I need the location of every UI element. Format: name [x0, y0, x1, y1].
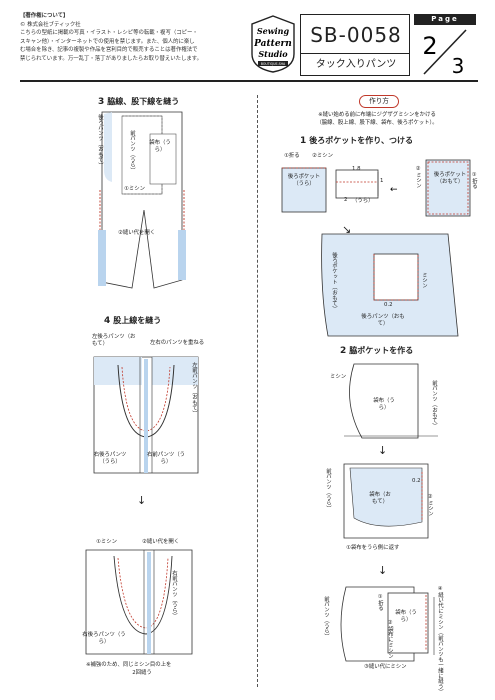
s1-sew-label: ②ミシン	[312, 153, 334, 159]
s2-front-label: 前パンツ（おもて）	[431, 380, 437, 429]
s1-measure-1: 1	[380, 178, 384, 184]
step-1-title: 後ろポケットを作り、つける	[309, 136, 413, 145]
zigzag-note-line-1: ※縫い始める前に布端にジグザグミシンをかける	[318, 112, 436, 118]
s2-sew2-label: ②ミシン	[427, 494, 433, 517]
page-current: 2	[422, 32, 437, 60]
s1-pocket-label: 後ろポケット（うら）	[287, 174, 321, 187]
step-1-pocket-illustration: ←	[281, 159, 471, 217]
s1-measure-0-2: 0.2	[384, 302, 393, 308]
step-1-back-pants-illustration	[321, 233, 459, 337]
s1-back-pocket-label: 後ろポケット（おもて）	[331, 252, 337, 312]
pattern-header: SB-0058 タック入りパンツ	[300, 14, 410, 76]
s2-down-arrow-2: ↓	[378, 564, 388, 577]
s4b-note-line-1: ※補強のため、同じミシン目の上を	[86, 662, 172, 668]
s2-front3-label: 前パンツ（うら）	[323, 596, 329, 640]
s2-front2-label: 前パンツ（うら）	[325, 468, 331, 512]
s4b-right-back-label: 右後ろパンツ（うら）	[82, 632, 126, 645]
s4b-right-front-label: 右前パンツ（うら）	[171, 570, 177, 619]
s1-sew2-label: ②ミシン	[415, 166, 421, 189]
s1-fold2-label: ①折る	[471, 172, 477, 189]
step-2-title: 脇ポケットを作る	[349, 346, 414, 355]
copyright-line-1: こちらの型紙に掲載の写真・イラスト・レシピ等の転載・複写（コピー・	[20, 30, 198, 37]
s4-left-back-label: 左後ろパンツ（おもて）	[92, 334, 136, 347]
s2-seam-label: ④縫い代にミシン（前パンツも一緒に縫う）	[437, 586, 443, 695]
s1-fold-label: ①折る	[284, 153, 300, 159]
page-tab: Page	[414, 14, 476, 25]
header-divider	[301, 53, 409, 54]
pattern-code: SB-0058	[310, 23, 402, 47]
s1-back-pants-label: 後ろパンツ（おもて）	[361, 314, 405, 327]
copyright-company: © 株式会社ブティック社	[20, 21, 81, 28]
s2-sew-label: ミシン	[330, 374, 347, 380]
step-2-illustration-2	[343, 463, 429, 539]
s2-pocket-label: 袋布（うら）	[373, 398, 395, 411]
s4-down-arrow: ↓	[137, 494, 147, 507]
logo-small-text: BOUTIQUE-SHA	[261, 62, 286, 66]
copyright-line-4: 禁じられています。万一乱丁・落丁がありましたらお取り替えいたします。	[20, 55, 203, 62]
step-1-number: 1	[300, 136, 307, 146]
s2-down-arrow-1: ↓	[378, 444, 388, 457]
copyright-line-2: スキャン他）・インターネットでの使用を禁じます。また、個人的に楽し	[20, 38, 195, 45]
step-2-number: 2	[340, 346, 347, 356]
s2-fold-label: ①折る	[377, 594, 383, 611]
s2-sew3-label: ②袋布にミシン	[387, 620, 393, 659]
s3-sew-label: ①ミシン	[124, 186, 146, 192]
s1-measure-1-8: 1.8	[352, 166, 361, 172]
step-4b-illustration	[85, 549, 193, 655]
s4-overlap-label: 左右のパンツを重ねる	[150, 340, 205, 346]
s4b-open-seam-label: ②縫い代を開く	[142, 539, 180, 545]
s4-right-back-label: 右後ろパンツ（うら）	[93, 452, 127, 465]
s2-measure-0-2: 0.2	[412, 478, 421, 484]
s4b-note-line-2: 2回縫う	[132, 670, 152, 676]
header-rule	[20, 80, 478, 82]
step-2-illustration-1	[344, 363, 438, 439]
page-number: 2 3	[422, 29, 467, 76]
zigzag-note-line-2: （脇線、股上線、股下線、袋布、後ろポケット）。	[316, 120, 438, 126]
s1-down-arrow: ↘	[342, 223, 352, 236]
step-4-illustration	[93, 356, 199, 474]
step-4-title: 股上線を縫う	[113, 316, 162, 325]
pattern-title: タック入りパンツ	[315, 59, 397, 70]
sewing-pattern-studio-logo: Sewing Pattern Studio BOUTIQUE-SHA	[251, 15, 295, 73]
s2-pocket2-label: 袋布（おもて）	[369, 492, 391, 505]
s3-pocket-label: 袋布（うら）	[149, 140, 171, 153]
s4-left-front-label: 左前パンツ（おもて）	[191, 362, 197, 416]
column-divider	[257, 95, 258, 687]
s1-sew3-label: ミシン	[421, 272, 427, 289]
s2-pocket3-label: 袋布（うら）	[395, 610, 417, 623]
s1-pocket-omote-label: 後ろポケット（おもて）	[433, 172, 467, 185]
step-3-title: 脇線、股下線を縫う	[107, 97, 180, 106]
s2-flip-label: ①袋布をうら側に返す	[346, 545, 400, 551]
s1-ura-label: （うら）	[352, 198, 374, 204]
logo-text-3: Studio	[258, 49, 288, 59]
step-2-illustration-3	[340, 586, 435, 662]
logo-text-1: Sewing	[257, 26, 290, 36]
step-3-number: 3	[98, 97, 105, 107]
step-4-number: 4	[104, 316, 111, 326]
s4-right-front-label: 右前パンツ（うら）	[146, 452, 185, 465]
s4b-sew-label: ①ミシン	[96, 539, 118, 545]
step-3-illustration	[98, 111, 186, 289]
s1-left-arrow: ←	[390, 185, 398, 195]
s3-back-pants-label: 後ろパンツ（おもて）	[97, 114, 103, 168]
s1-measure-2: 2	[344, 197, 348, 203]
logo-text-2: Pattern	[253, 39, 292, 49]
s2-seam2-label: ③縫い代にミシン	[364, 664, 407, 670]
page-total: 3	[452, 54, 465, 76]
copyright-line-3: む場合を除き、記事の複製や作品を営利目的で販売することは著作権法で	[20, 47, 198, 54]
s3-front-pants-label: 前パンツ（うら）	[129, 130, 135, 174]
copyright-heading: 【著作権について】	[20, 13, 69, 19]
s3-open-seam-label: ②縫い代を開く	[118, 230, 156, 236]
how-to-make-badge: 作り方	[359, 95, 399, 108]
copyright-notice: 【著作権について】 © 株式会社ブティック社 こちらの型紙に掲載の写真・イラスト…	[20, 12, 252, 64]
